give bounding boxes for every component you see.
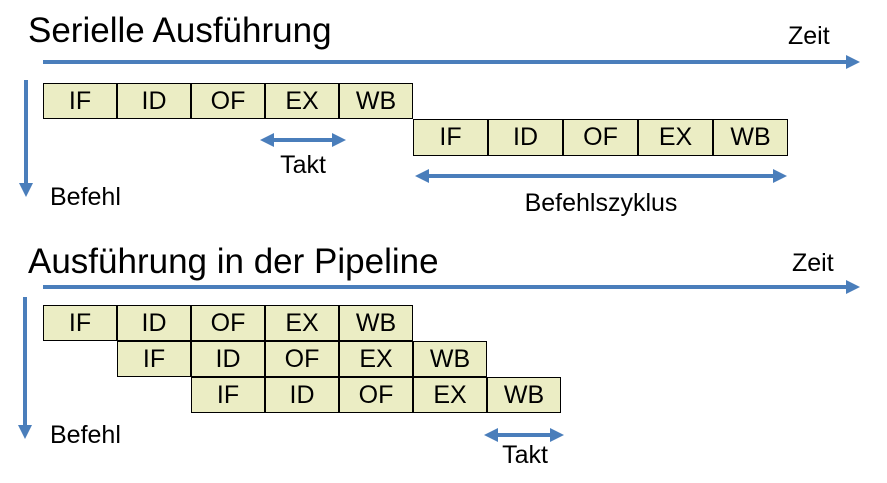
time-axis-label: Zeit <box>792 249 834 277</box>
clock-label: Takt <box>280 151 326 179</box>
stage-cell: IF <box>191 377 265 413</box>
stage-cell: OF <box>563 119 638 156</box>
stage-cell: WB <box>413 341 487 377</box>
stage-cell: EX <box>265 305 339 341</box>
clock-label: Takt <box>502 441 548 469</box>
stage-cell: WB <box>713 119 788 156</box>
stage-cell: OF <box>265 341 339 377</box>
stage-cell: IF <box>413 119 488 156</box>
stage-cell: OF <box>191 83 265 119</box>
stage-cell: EX <box>265 83 339 119</box>
stage-cell: WB <box>339 305 413 341</box>
time-axis-label: Zeit <box>788 22 830 50</box>
stage-cell: EX <box>638 119 713 156</box>
stage-cell: ID <box>265 377 339 413</box>
instruction-cycle-label: Befehlszyklus <box>524 189 678 217</box>
stage-cell: ID <box>117 305 191 341</box>
stage-cell: OF <box>339 377 413 413</box>
stage-cell: IF <box>117 341 191 377</box>
instruction-axis-label: Befehl <box>50 421 121 449</box>
stage-cell: OF <box>191 305 265 341</box>
stage-cell: ID <box>488 119 563 156</box>
section-title-pipeline: Ausführung in der Pipeline <box>28 242 439 281</box>
stage-cell: WB <box>339 83 413 119</box>
stage-cell: ID <box>191 341 265 377</box>
stage-cell: IF <box>43 83 117 119</box>
stage-cell: EX <box>339 341 413 377</box>
stage-cell: WB <box>487 377 561 413</box>
section-title-serial: Serielle Ausführung <box>28 11 332 50</box>
stage-cell: EX <box>413 377 487 413</box>
instruction-axis-label: Befehl <box>50 183 121 211</box>
stage-cell: IF <box>43 305 117 341</box>
stage-cell: ID <box>117 83 191 119</box>
